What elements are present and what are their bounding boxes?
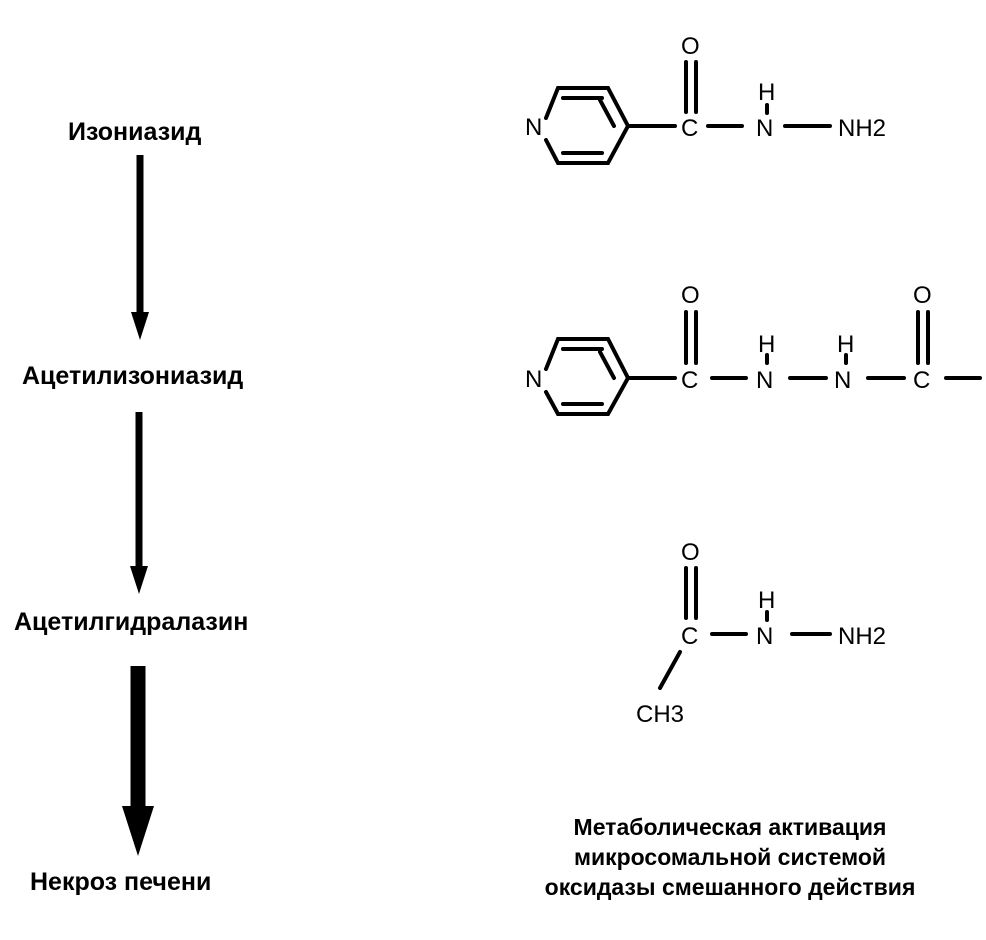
atom-o-4: O (681, 539, 700, 566)
atom-o-2: O (681, 282, 700, 309)
atom-nh2-1: NH2 (838, 115, 886, 142)
caption-line-3: оксидазы смешанного действия (544, 874, 916, 900)
atom-ch3-3: CH3 (636, 701, 684, 728)
atom-h-2: H (758, 331, 775, 358)
atom-n-1: N (756, 115, 773, 142)
atom-labels-isoniazid: N O C H N NH2 (525, 33, 886, 142)
atom-n-2: N (756, 367, 773, 394)
atom-h-3: H (837, 331, 854, 358)
pathway-arrow-2 (130, 412, 148, 594)
atom-ring-n-1: N (525, 114, 542, 141)
atom-c-1: C (681, 115, 698, 142)
atom-o-1: O (681, 33, 700, 60)
atom-h-4: H (758, 587, 775, 614)
atom-labels-acetylhydrazine: O C H N NH2 CH3 (636, 539, 886, 728)
pathway-step-liver-necrosis: Некроз печени (30, 868, 212, 896)
pathway-arrow-3 (122, 666, 154, 856)
atom-nh2-3: NH2 (838, 623, 886, 650)
pyridine-ring-2 (544, 337, 631, 416)
atom-ring-n-2: N (525, 366, 542, 393)
pathway-arrow-1 (131, 155, 149, 340)
atom-n-4: N (756, 623, 773, 650)
pathway-step-acetylhydrazine: Ацетилгидралазин (14, 608, 249, 636)
structure-acetylhydrazine (658, 566, 832, 690)
bond-c-ch3-3 (658, 650, 682, 690)
pyridine-ring-1 (544, 86, 631, 165)
structure-acetylisoniazid (544, 310, 982, 416)
caption: Метаболическая активация микросомальной … (480, 812, 980, 902)
atom-c-4: C (681, 623, 698, 650)
caption-line-1: Метаболическая активация (573, 814, 887, 840)
atom-c-2: C (681, 367, 698, 394)
pathway-step-isoniazid: Изониазид (68, 118, 202, 146)
structure-isoniazid (544, 60, 832, 165)
pathway-step-acetylisoniazid: Ацетилизониазид (22, 362, 244, 390)
atom-o-3: O (913, 282, 932, 309)
atom-h-1: H (758, 79, 775, 106)
atom-c-3: C (913, 367, 930, 394)
atom-labels-acetylisoniazid: N O C H N H N O C (525, 282, 932, 394)
caption-line-2: микросомальной системой (573, 844, 887, 870)
atom-n-3: N (834, 367, 851, 394)
